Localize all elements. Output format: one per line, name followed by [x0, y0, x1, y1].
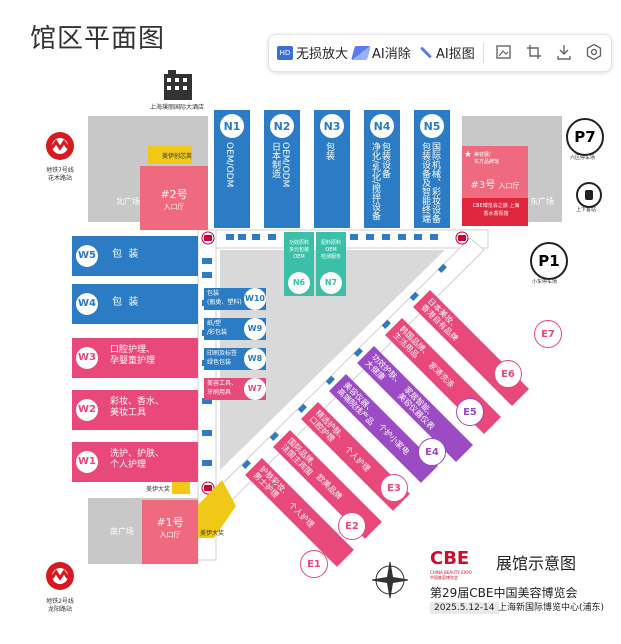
meiyi-top-label: 美伊大奖 [200, 530, 225, 537]
cbe-inner-block [462, 198, 528, 226]
shuttle-icon [576, 182, 602, 208]
parking-p1-sub: 小车停车场 [532, 279, 558, 285]
hall-W2[interactable]: W2 彩妆、香水、 美妆工具 [72, 390, 198, 430]
hall-N4[interactable]: N4 包装设备 净化/乳化/搅拌设备 [364, 110, 400, 228]
metro-logo-icon [46, 132, 74, 160]
metro2-station: 龙阳路站 [47, 606, 72, 613]
ai-erase-button[interactable]: AI消除 [351, 43, 411, 62]
ai-cutout-button[interactable]: AI抠图 [419, 43, 475, 62]
parking-p7-sub: 六区停车场 [570, 155, 596, 161]
hall-W3[interactable]: W3 口腔护理、 孕婴童护理 [72, 338, 198, 378]
toolbar-divider [483, 43, 484, 63]
hall-E3-number: E3 [380, 474, 408, 502]
hd-icon: HD [277, 45, 293, 60]
shuttle-label: 上下客站 [576, 207, 597, 213]
metro2-line: 地铁2号线 [46, 598, 74, 605]
meiyi-bottom-block [172, 480, 190, 494]
page-title: 馆区平面图 [30, 24, 166, 54]
hall-E4-number: E4 [418, 438, 446, 466]
lossless-enlarge-button[interactable]: HD 无损放大 [277, 43, 348, 62]
cbe-inner-label: CBE博览会之旅·上海 香水香氛馆 [472, 203, 520, 217]
north-plaza-label: 北广场 [116, 197, 140, 206]
entrance-1-block [142, 500, 198, 564]
tower-icon [164, 70, 192, 100]
hall-N2[interactable]: N2 OEM/ODM 日本制造 [264, 110, 300, 228]
hall-N6[interactable]: 功效原料 多元包装 OEM N6 [284, 232, 314, 296]
hall-E1-number: E1 [300, 550, 328, 578]
hall-E7-number: E7 [534, 320, 562, 348]
east-plaza-label: 东广场 [530, 197, 554, 206]
hall-W9[interactable]: 纸/塑 /彩包装 W9 [204, 318, 266, 340]
south-plaza-label: 南广场 [110, 527, 134, 536]
settings-icon[interactable] [585, 43, 603, 61]
bus-icon [201, 231, 215, 245]
hall-E2-number: E2 [338, 512, 366, 540]
compass-icon [371, 561, 409, 599]
hall-W4[interactable]: W4 包 装 [72, 284, 198, 324]
legend-event: 第29届CBE中国美容博览会 [430, 586, 578, 600]
parking-p7: P7 [566, 118, 604, 156]
metro7-line: 地铁7号线 [46, 167, 74, 174]
entrance-1-label: #1号 [156, 516, 184, 529]
entrance-2-sub: 入口厅 [163, 203, 185, 211]
bus-icon [455, 231, 469, 245]
metro7-station: 花木路站 [47, 175, 72, 182]
expo-prefix-label: 美伊创芯英 [162, 153, 193, 160]
legend-venue: 上海新国际博览中心(浦东) [498, 603, 605, 613]
meiyi-corner [198, 480, 236, 538]
image-edit-icon[interactable] [495, 43, 513, 61]
entrance-1-sub: 入口厅 [159, 531, 181, 539]
hall-E6-number: E6 [494, 360, 522, 388]
hall-N7[interactable]: 配料原料 OEM 检测服务 N7 [316, 232, 346, 296]
entrance-3-badge: 美容展/ 东方品牌馆 [474, 152, 500, 165]
hall-W5[interactable]: W5 包 装 [72, 236, 198, 276]
hall-W1[interactable]: W1 洗护、护肤、 个人护理 [72, 442, 198, 482]
hall-W10[interactable]: 包装 (瓶类、塑料) W10 [204, 288, 266, 310]
download-icon[interactable] [555, 43, 573, 61]
crop-icon[interactable] [525, 43, 543, 61]
parking-p1: P1 [530, 242, 568, 280]
image-toolbar: HD 无损放大 AI消除 AI抠图 [268, 34, 612, 72]
entrance-2-block [140, 166, 208, 230]
entrance-2-label: #2号 [160, 188, 188, 201]
tower-label: 上海璞丽国际大酒店 [150, 104, 205, 111]
cbe-logo: CBE [430, 548, 470, 569]
legend-title: 展馆示意图 [496, 554, 577, 573]
entrance-3-label: #3号 入口厅 [470, 180, 520, 191]
hall-N5[interactable]: N5 国际机械、彩妆设备 包装设备及智能终端 [414, 110, 450, 228]
legend-dates: 2025.5.12-14 [430, 602, 499, 614]
star-icon: ★ [464, 150, 473, 160]
meiyi-bottom-label: 美伊大奖 [146, 486, 171, 493]
hall-W7[interactable]: 美容工具、 牙刷用具 W7 [204, 378, 266, 400]
hall-N1[interactable]: N1 OEM/ODM [214, 110, 250, 228]
hall-N3[interactable]: N3 包装 [314, 110, 350, 228]
hall-E5-number: E5 [456, 398, 484, 426]
bus-icon [201, 481, 215, 495]
central-courtyard [220, 250, 445, 470]
hall-W8[interactable]: 印刷及标签 绿色包装 W8 [204, 348, 266, 370]
meiyi-top-block [148, 146, 192, 164]
metro-logo-icon [46, 562, 74, 590]
cbe-logo-sub: CHINA BEAUTY EXPO 中国美容博览会 [430, 570, 472, 580]
